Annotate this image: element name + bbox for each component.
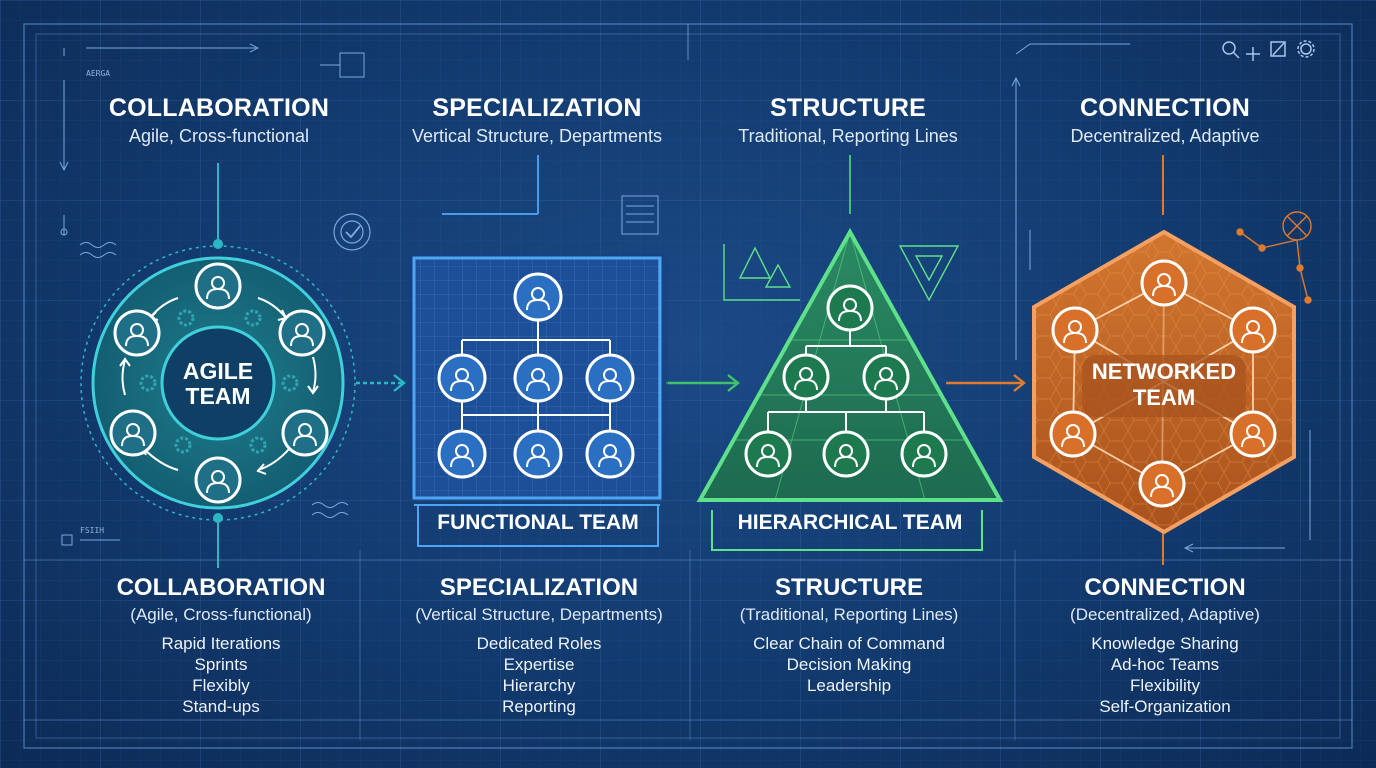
list-item: Sprints (194, 655, 248, 674)
person-icon (782, 353, 830, 401)
person-icon (862, 353, 910, 401)
person-icon (1051, 306, 1099, 354)
functional-team-diagram (408, 254, 668, 547)
hierarchical-bottom-title: STRUCTURE (775, 574, 923, 601)
agile-members (109, 262, 329, 504)
networked-bottom-title: CONNECTION (1084, 574, 1246, 601)
person-icon (109, 409, 157, 457)
networked-description: CONNECTION (Decentralized, Adaptive) Kno… (1000, 574, 1330, 717)
hierarchical-top-heading: STRUCTURE Traditional, Reporting Lines (683, 94, 1013, 147)
list-item: Rapid Iterations (161, 634, 281, 653)
list-item: Knowledge Sharing (1091, 634, 1239, 653)
gear-icon[interactable] (1297, 40, 1315, 58)
blueprint-label-top: AERGA (86, 69, 111, 78)
person-icon (513, 353, 563, 403)
agile-team-label: AGILE TEAM (182, 358, 254, 409)
list-item: Leadership (806, 676, 892, 695)
toolbar-icons (1222, 40, 1315, 61)
person-icon (113, 309, 161, 357)
hierarchical-description: STRUCTURE (Traditional, Reporting Lines)… (684, 574, 1014, 696)
person-icon (1229, 410, 1277, 458)
person-icon (826, 284, 874, 332)
hierarchical-team-label: HIERARCHICAL TEAM (737, 511, 963, 534)
person-icon (1049, 410, 1097, 458)
list-item: Stand-ups (182, 697, 260, 716)
edit-icon[interactable] (1270, 41, 1286, 57)
person-icon (513, 272, 563, 322)
person-icon (513, 429, 563, 479)
list-item: Flexibly (192, 676, 250, 695)
networked-top-heading: CONNECTION Decentralized, Adaptive (1000, 94, 1330, 147)
expand-icon[interactable] (1246, 47, 1260, 61)
networked-bottom-subtitle: (Decentralized, Adaptive) (1070, 605, 1260, 624)
list-item: Flexibility (1130, 676, 1200, 695)
functional-bottom-title: SPECIALIZATION (439, 574, 639, 601)
agile-team-diagram (80, 245, 356, 521)
person-icon (281, 409, 329, 457)
person-icon (1229, 306, 1277, 354)
list-item: Expertise (503, 655, 575, 674)
flow-arrows (356, 374, 1026, 392)
functional-team-label: FUNCTIONAL TEAM (437, 511, 639, 534)
person-icon (437, 429, 487, 479)
agile-top-subtitle: Agile, Cross-functional (128, 126, 310, 146)
functional-top-heading: SPECIALIZATION Vertical Structure, Depar… (372, 94, 702, 147)
agile-description: COLLABORATION (Agile, Cross-functional) … (56, 574, 386, 717)
search-icon[interactable] (1222, 41, 1240, 59)
person-icon (900, 430, 948, 478)
person-icon (194, 262, 242, 310)
person-icon (822, 430, 870, 478)
list-item: Ad-hoc Teams (1110, 655, 1220, 674)
functional-top-title: SPECIALIZATION (432, 94, 642, 122)
hierarchical-team-diagram (696, 227, 1004, 551)
list-item: Hierarchy (502, 676, 576, 695)
person-icon (437, 353, 487, 403)
list-item: Self-Organization (1099, 697, 1231, 716)
person-icon (585, 353, 635, 403)
networked-top-subtitle: Decentralized, Adaptive (1070, 126, 1260, 146)
person-icon (278, 309, 326, 357)
person-icon (194, 456, 242, 504)
target-check-icon (333, 213, 371, 251)
functional-members (437, 272, 635, 479)
list-item: Reporting (502, 697, 576, 716)
list-item: Dedicated Roles (476, 634, 602, 653)
functional-bottom-subtitle: (Vertical Structure, Departments) (415, 605, 663, 624)
agile-top-title: COLLABORATION (108, 94, 330, 122)
agile-bottom-subtitle: (Agile, Cross-functional) (130, 605, 312, 624)
hierarchical-top-subtitle: Traditional, Reporting Lines (738, 126, 958, 146)
networked-team-label: NETWORKED TEAM (1091, 359, 1237, 410)
agile-bottom-title: COLLABORATION (116, 574, 326, 601)
hierarchical-members (744, 284, 948, 478)
person-icon (744, 430, 792, 478)
functional-description: SPECIALIZATION (Vertical Structure, Depa… (374, 574, 704, 717)
blueprint-label-bottom: FSIIH (80, 526, 105, 535)
hierarchical-top-title: STRUCTURE (770, 94, 926, 122)
networked-top-title: CONNECTION (1079, 94, 1251, 122)
hierarchical-bottom-subtitle: (Traditional, Reporting Lines) (739, 605, 959, 624)
networked-team-diagram (1032, 211, 1312, 535)
person-icon (1138, 460, 1186, 508)
list-item: Decision Making (786, 655, 912, 674)
networked-members (1049, 259, 1277, 508)
person-icon (585, 429, 635, 479)
functional-top-subtitle: Vertical Structure, Departments (411, 126, 663, 146)
agile-top-heading: COLLABORATION Agile, Cross-functional (54, 94, 384, 147)
blueprint-decorations (59, 43, 1311, 553)
person-icon (1140, 259, 1188, 307)
list-item: Clear Chain of Command (753, 634, 945, 653)
